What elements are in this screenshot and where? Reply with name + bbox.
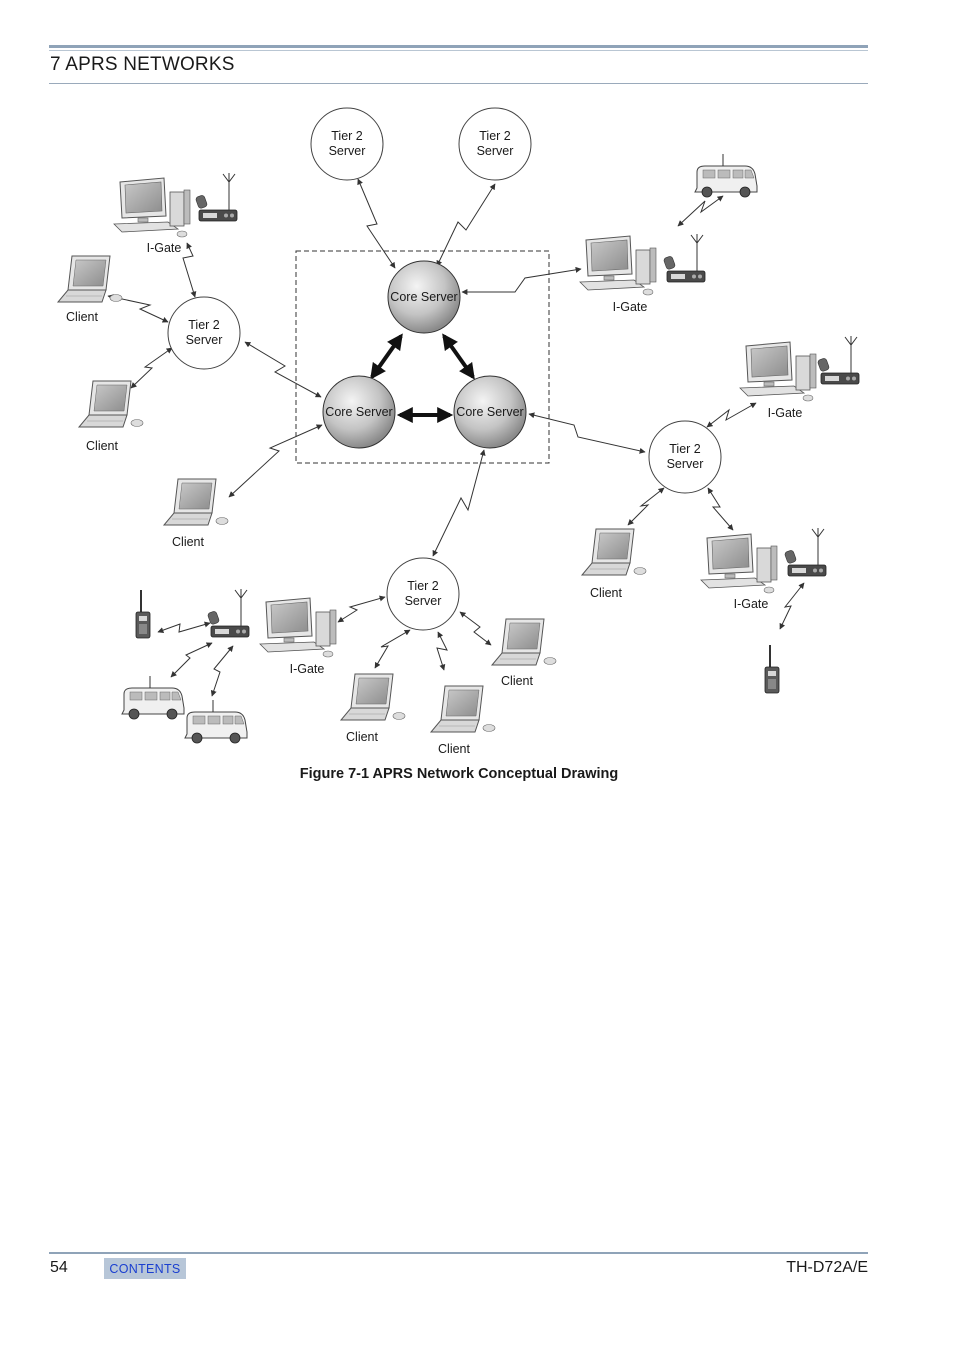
svg-text:Server: Server	[477, 144, 514, 158]
device-label: Client	[501, 674, 533, 688]
header-rule	[49, 45, 868, 48]
footer-rule	[49, 1252, 868, 1254]
device-label: I-Gate	[613, 300, 648, 314]
laptop-icon	[78, 380, 144, 428]
handheld-radio-icon	[764, 644, 780, 694]
svg-text:Server: Server	[329, 144, 366, 158]
device-label: I-Gate	[290, 662, 325, 676]
svg-text:Core Server: Core Server	[325, 405, 392, 419]
svg-text:Tier 2: Tier 2	[479, 129, 511, 143]
model-name: TH-D72A/E	[786, 1259, 868, 1276]
svg-text:Tier 2: Tier 2	[669, 442, 701, 456]
laptop-icon	[340, 673, 406, 721]
tier2-server: Tier 2 Server	[648, 420, 722, 494]
svg-text:Core Server: Core Server	[390, 290, 457, 304]
core-server-left: Core Server	[322, 375, 396, 449]
core-server-top: Core Server	[387, 260, 461, 334]
svg-text:Server: Server	[667, 457, 704, 471]
device-label: Client	[172, 535, 204, 549]
svg-text:Tier 2: Tier 2	[331, 129, 363, 143]
igate-station-icon	[739, 335, 860, 402]
figure-caption: Figure 7-1 APRS Network Conceptual Drawi…	[299, 766, 619, 782]
device-label: Client	[590, 586, 622, 600]
network-links	[107, 178, 805, 697]
header-rule-thin	[49, 50, 868, 51]
tier2-server: Tier 2 Server	[167, 296, 241, 370]
igate-station-icon	[579, 233, 706, 296]
device-label: Client	[86, 439, 118, 453]
device-label: Client	[438, 742, 470, 756]
core-server-right: Core Server	[453, 375, 527, 449]
laptop-icon	[163, 478, 229, 526]
svg-text:Core Server: Core Server	[456, 405, 523, 419]
handheld-radio-icon	[135, 589, 151, 639]
laptop-icon	[581, 528, 647, 576]
device-label: I-Gate	[768, 406, 803, 420]
section-title: 7 APRS NETWORKS	[50, 54, 235, 75]
device-label: I-Gate	[147, 241, 182, 255]
van-icon	[121, 675, 185, 720]
igate-station-icon	[206, 588, 337, 658]
core-links	[370, 333, 475, 423]
igate-station-icon	[113, 172, 238, 238]
svg-text:Server: Server	[186, 333, 223, 347]
igate-station-icon	[700, 527, 827, 594]
svg-text:Tier 2: Tier 2	[407, 579, 439, 593]
svg-text:Server: Server	[405, 594, 442, 608]
van-icon	[694, 153, 758, 198]
contents-button[interactable]: CONTENTS	[104, 1258, 186, 1279]
tier2-server: Tier 2 Server	[386, 557, 460, 631]
tier2-server: Tier 2 Server	[458, 107, 532, 181]
laptop-icon	[57, 255, 123, 303]
section-title-underline	[49, 83, 868, 84]
device-label: Client	[66, 310, 98, 324]
page-number: 54	[50, 1259, 68, 1276]
device-labels: I-Gate Client Client I-Gate I-Gate Clien…	[66, 241, 802, 756]
device-label: Client	[346, 730, 378, 744]
laptop-icon	[430, 685, 496, 733]
van-icon	[184, 699, 248, 744]
laptop-icon	[491, 618, 557, 666]
device-label: I-Gate	[734, 597, 769, 611]
tier2-server: Tier 2 Server	[310, 107, 384, 181]
svg-text:Tier 2: Tier 2	[188, 318, 220, 332]
